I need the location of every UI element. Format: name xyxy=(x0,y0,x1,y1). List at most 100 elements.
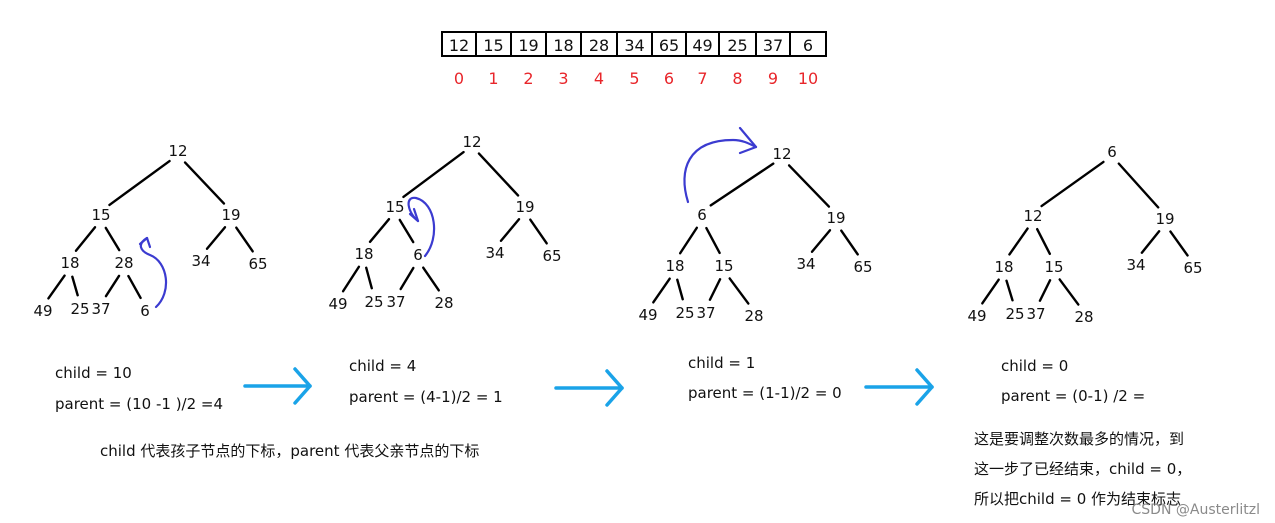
tree-node: 37 xyxy=(696,304,715,322)
tree-node: 18 xyxy=(994,258,1013,276)
child-label-step-4: child = 0 xyxy=(1001,357,1068,375)
tree-node: 6 xyxy=(697,206,707,224)
tree-edge xyxy=(1005,279,1014,302)
array-index-label: 1 xyxy=(488,69,498,88)
tree-edge xyxy=(708,278,722,301)
tree-edge xyxy=(71,275,79,297)
legend-note: child 代表孩子节点的下标，parent 代表父亲节点的下标 xyxy=(100,442,479,460)
tree-edge xyxy=(787,164,831,208)
tree-edge xyxy=(422,266,440,292)
end-note-line-2: 这一步了已经结束，child = 0， xyxy=(974,460,1191,478)
tree-node: 28 xyxy=(744,307,763,325)
array-index-label: 7 xyxy=(697,69,707,88)
tree-node: 19 xyxy=(221,206,240,224)
parent-label-step-2: parent = (4-1)/2 = 1 xyxy=(349,388,503,406)
step-arrows xyxy=(243,367,934,407)
tree-edge xyxy=(47,274,66,300)
tree-edge xyxy=(399,266,415,291)
tree-node: 49 xyxy=(33,302,52,320)
tree-edge xyxy=(1169,230,1189,257)
tree-node: 37 xyxy=(386,293,405,311)
swap-curve-2 xyxy=(407,196,436,258)
array-index-label: 6 xyxy=(664,69,674,88)
tree-node: 28 xyxy=(114,254,133,272)
array-cell-value: 6 xyxy=(803,36,813,55)
tree-edge xyxy=(104,274,121,298)
array-cell-value: 18 xyxy=(553,36,573,55)
child-label-step-2: child = 4 xyxy=(349,357,416,375)
tree-edge xyxy=(676,278,684,301)
tree-node: 12 xyxy=(462,133,481,151)
tree-node: 28 xyxy=(1074,308,1093,326)
tree-edge xyxy=(235,226,254,253)
child-label-step-3: child = 1 xyxy=(688,354,755,372)
array-cell-value: 19 xyxy=(518,36,538,55)
tree-node: 65 xyxy=(1183,259,1202,277)
tree-node: 18 xyxy=(665,257,684,275)
tree-node: 6 xyxy=(1107,143,1117,161)
parent-label-step-4: parent = (0-1) /2 = xyxy=(1001,387,1145,405)
tree-edge xyxy=(678,226,699,255)
tree-node: 15 xyxy=(1044,258,1063,276)
tree-edge xyxy=(652,277,671,304)
tree-node: 49 xyxy=(967,307,986,325)
tree-node: 28 xyxy=(434,294,453,312)
tree-edge xyxy=(810,229,832,253)
swap-curves xyxy=(138,126,758,309)
swap-curve-3 xyxy=(683,138,758,204)
tree-edge xyxy=(1038,279,1052,302)
tree-node: 18 xyxy=(354,245,373,263)
tree-node: 12 xyxy=(772,145,791,163)
parent-label-step-1: parent = (10 -1 )/2 =4 xyxy=(55,395,223,413)
tree-edge xyxy=(709,162,775,207)
tree-edge xyxy=(477,152,520,197)
tree-node: 25 xyxy=(675,304,694,322)
watermark: CSDN @Austerlitzl xyxy=(1132,502,1260,518)
array-index-label: 3 xyxy=(558,69,568,88)
end-note-line-3: 所以把child = 0 作为结束标志 xyxy=(974,490,1181,508)
tree-node: 15 xyxy=(385,198,404,216)
array-cell-value: 28 xyxy=(589,36,609,55)
tree-edge xyxy=(108,159,171,207)
tree-node: 34 xyxy=(191,252,210,270)
tree-node: 49 xyxy=(638,306,657,324)
tree-edge xyxy=(1140,230,1161,254)
array-cell-value: 49 xyxy=(692,36,712,55)
tree-node: 12 xyxy=(1023,207,1042,225)
tree-edge xyxy=(1058,278,1080,306)
step-arrow-head xyxy=(605,369,624,407)
tree-node: 15 xyxy=(714,257,733,275)
tree-edge xyxy=(1035,227,1052,256)
array-cell-value: 25 xyxy=(727,36,747,55)
array-border xyxy=(441,31,827,57)
swap-curve-1 xyxy=(139,236,168,309)
tree-edge xyxy=(1008,227,1029,256)
tree-node: 34 xyxy=(1126,256,1145,274)
step-arrow-head xyxy=(915,368,934,406)
tree-node: 6 xyxy=(413,246,423,264)
swap-curve-head xyxy=(738,126,758,155)
array-cell-value: 65 xyxy=(659,36,679,55)
tree-edge xyxy=(365,266,373,290)
tree-node: 6 xyxy=(140,302,150,320)
tree-edge xyxy=(402,150,465,199)
tree-edge xyxy=(398,218,415,244)
tree-node: 37 xyxy=(1026,305,1045,323)
array-index-label: 0 xyxy=(454,69,464,88)
tree-node: 25 xyxy=(70,300,89,318)
tree-node: 25 xyxy=(1005,305,1024,323)
tree-edge xyxy=(840,229,859,256)
tree-node: 12 xyxy=(168,142,187,160)
tree-edge xyxy=(205,226,227,250)
tree-edge xyxy=(529,218,548,245)
end-note-line-1: 这是要调整次数最多的情况，到 xyxy=(974,430,1184,448)
array-cell-value: 15 xyxy=(483,36,503,55)
array-cell-value: 37 xyxy=(763,36,783,55)
